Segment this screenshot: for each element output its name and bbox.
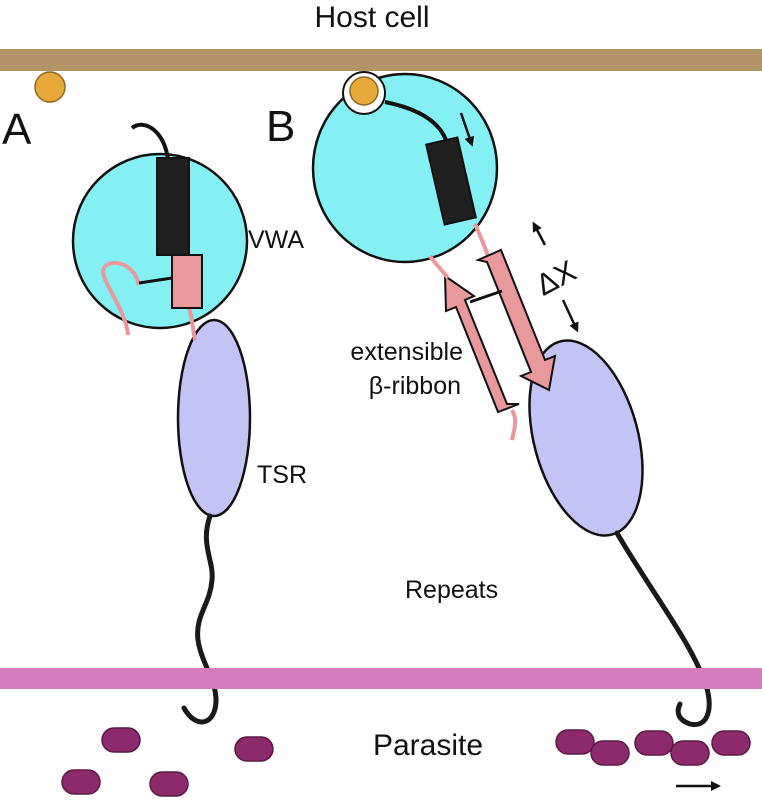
beta-strand-loop-a: [101, 260, 141, 336]
repeats-label: Repeats: [405, 576, 498, 604]
helix-b: [424, 136, 478, 226]
actin-blobs-a: [61, 727, 274, 797]
beta-strand-down: [474, 248, 557, 392]
panel-a-label: A: [2, 105, 32, 154]
tsr-domain-b: [528, 339, 644, 537]
blob: [61, 769, 101, 795]
blob: [149, 771, 189, 797]
blob: [670, 740, 710, 766]
helix-a: [156, 157, 190, 256]
parasite-membrane: [0, 668, 762, 689]
delta-x-arrow-up: [532, 221, 547, 246]
delta-x-label: ΔX: [531, 254, 582, 302]
extensible-label-line2: β-ribbon: [369, 372, 461, 400]
repeats-tail-a: [181, 513, 219, 725]
blob: [634, 730, 674, 756]
vwa-domain-b: [311, 72, 499, 264]
blob: [234, 736, 274, 762]
blob: [711, 730, 751, 756]
extensible-label-line1: extensible: [350, 338, 463, 366]
blob: [590, 740, 630, 766]
beta-ribbon-segment-a: [171, 254, 203, 309]
n-term-loop-b: [384, 100, 449, 144]
linker-b-top: [428, 254, 450, 280]
n-term-loop-a: [130, 122, 170, 161]
tsr-label: TSR: [257, 461, 307, 489]
tsr-domain-a: [176, 318, 252, 518]
repeats-tail-b: [614, 530, 712, 728]
host-cell-label: Host cell: [314, 1, 429, 34]
delta-x-arrow-down: [561, 299, 579, 333]
blob: [101, 727, 141, 753]
actin-blobs-b: [555, 729, 751, 766]
crosslink-b: [469, 289, 503, 304]
panel-b-label: B: [266, 102, 295, 151]
blob: [555, 729, 595, 755]
host-cell-membrane: [0, 49, 762, 71]
linker-b-upper: [473, 223, 490, 257]
ligand-b: [349, 76, 379, 106]
vwa-label: VWA: [248, 226, 304, 254]
crosslink-a: [138, 276, 173, 285]
linker-b-lower: [510, 408, 518, 441]
parasite-label: Parasite: [373, 729, 483, 762]
ligand-a: [34, 71, 66, 103]
helix-shift-arrow: [459, 112, 475, 147]
